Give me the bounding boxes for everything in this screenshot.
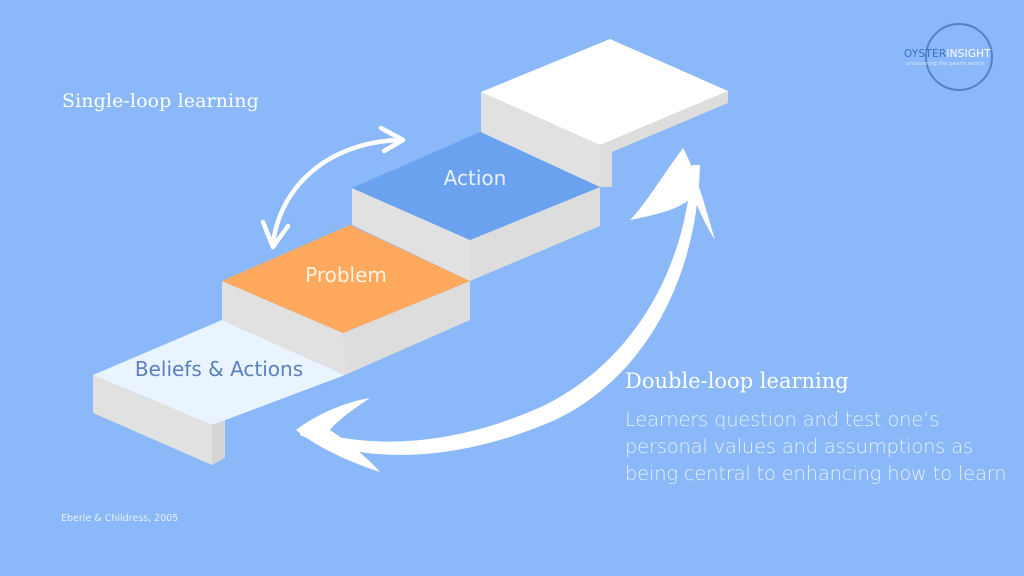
- single-loop-arrow: [260, 125, 406, 250]
- step-4-top: [481, 39, 728, 145]
- step-label-problem: Problem: [305, 263, 387, 287]
- step-2-front-lower: [222, 281, 345, 375]
- logo-tagline: uncovering the pearls within: [906, 61, 985, 67]
- double-loop-description: Learners question and test one’s persona…: [625, 408, 1007, 485]
- step-3-back-riser: [600, 91, 728, 187]
- step-beliefs-actions: [93, 281, 470, 465]
- logo-name-part1: OYSTER: [904, 48, 947, 60]
- step-action: [352, 91, 728, 240]
- step-1-top: [93, 320, 345, 425]
- step-1-back-riser: [343, 281, 470, 375]
- double-loop-title: Double-loop learning: [625, 369, 849, 393]
- step-label-action: Action: [443, 166, 507, 190]
- step-3-top: [352, 132, 600, 240]
- step-1-riser-side: [212, 420, 225, 465]
- step-2-top: [222, 225, 470, 333]
- step-1-riser-front: [93, 375, 212, 465]
- logo-wordmark: OYSTERINSIGHT: [904, 48, 991, 60]
- step-3-front-lower: [352, 188, 470, 281]
- step-2-back-riser: [470, 187, 600, 281]
- step-4-front-lower: [481, 92, 600, 187]
- logo-name-part2: INSIGHT: [946, 48, 991, 60]
- step-label-beliefs-actions: Beliefs & Actions: [134, 357, 304, 381]
- step-top: [481, 39, 728, 145]
- double-loop-arrow: [296, 148, 715, 472]
- step-problem: [222, 187, 600, 333]
- single-loop-title: Single-loop learning: [62, 90, 259, 112]
- citation: Eberle & Childress, 2005: [61, 513, 179, 524]
- logo-circle-icon: [925, 23, 993, 91]
